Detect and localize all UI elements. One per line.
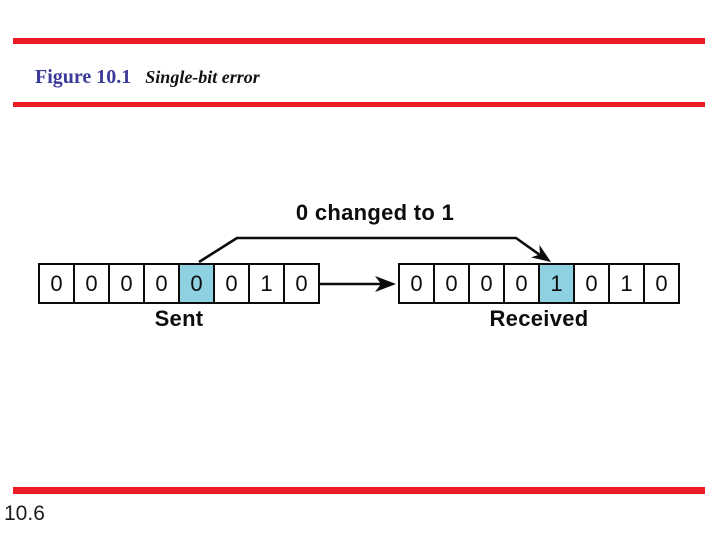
bit-cell: 0 xyxy=(503,263,540,304)
figure-caption: Single-bit error xyxy=(145,67,260,87)
bit-cell: 0 xyxy=(73,263,110,304)
bit-cell: 0 xyxy=(283,263,320,304)
bit-cell: 0 xyxy=(468,263,505,304)
bit-cell: 0 xyxy=(38,263,75,304)
transmission-arrow xyxy=(320,276,396,292)
bit-cell: 1 xyxy=(248,263,285,304)
figure-title: Figure 10.1 Single-bit error xyxy=(35,66,675,89)
title-underline-rule xyxy=(13,102,705,107)
received-label: Received xyxy=(489,306,589,331)
bit-change-arrow xyxy=(198,236,551,264)
bottom-rule xyxy=(13,487,705,494)
bit-cell: 0 xyxy=(108,263,145,304)
bit-cell: 0 xyxy=(213,263,250,304)
bit-cell: 0 xyxy=(573,263,610,304)
bit-cell: 0 xyxy=(643,263,680,304)
bit-cell: 0 xyxy=(143,263,180,304)
top-rule xyxy=(13,38,705,44)
bit-cell: 0 xyxy=(398,263,435,304)
figure-number: Figure 10.1 xyxy=(35,66,132,88)
bit-cell: 0 xyxy=(433,263,470,304)
change-annotation: 0 changed to 1 xyxy=(295,200,455,225)
page-number: 10.6 xyxy=(4,502,45,525)
bit-cell-highlighted: 1 xyxy=(538,263,575,304)
bit-cell-highlighted: 0 xyxy=(178,263,215,304)
bit-cell: 1 xyxy=(608,263,645,304)
sent-label: Sent xyxy=(154,306,204,331)
